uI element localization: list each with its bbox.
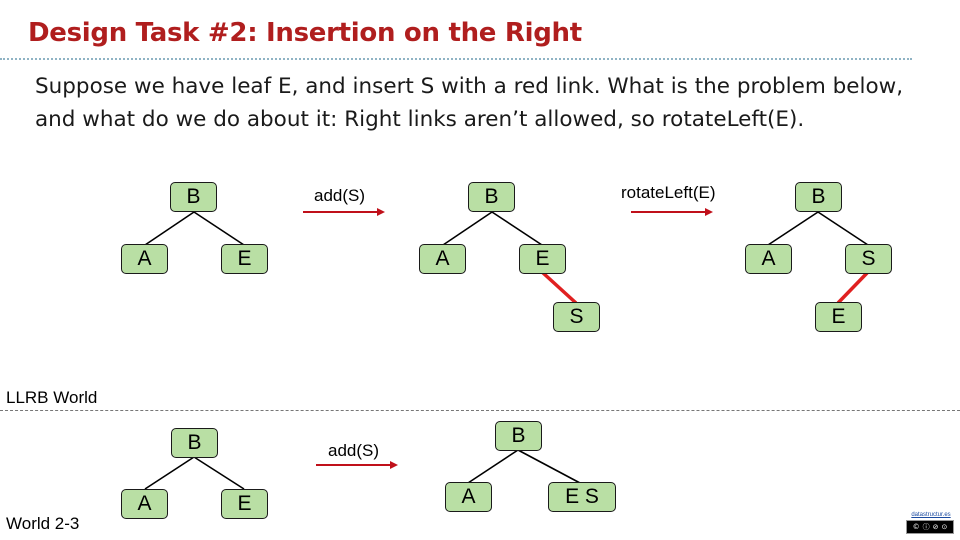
world-23-label: World 2-3 [6,514,80,533]
slide-title: Design Task #2: Insertion on the Right [28,18,582,48]
node-right: E [221,489,268,519]
node-root: B [468,182,515,212]
link-red [836,270,870,305]
node-left: A [445,482,492,512]
link-black [193,211,245,246]
section-divider [0,410,960,411]
link-black [144,211,195,246]
op-label-add-23: add(S) [328,441,380,460]
link-black [817,211,869,246]
node-right: E [221,244,268,274]
node-root: B [171,428,218,458]
link-black [467,449,519,484]
link-black [517,449,581,484]
node-root: B [495,421,542,451]
node-right: S [845,244,892,274]
node-root: B [170,182,217,212]
node-3-node: E S [548,482,616,512]
node-root: B [795,182,842,212]
link-black [442,211,493,246]
op-label-rotate: rotateLeft(E) [621,183,716,202]
node-left: A [121,244,168,274]
credit-link[interactable]: datastructur.es [911,512,951,518]
node-left: A [745,244,792,274]
link-black [144,456,195,490]
credit-block: datastructur.es ©ⓘ⊘⊙ [906,512,956,534]
body-text: Suppose we have leaf E, and insert S wit… [35,74,904,132]
op-label-add: add(S) [314,186,366,205]
llrb-world-label: LLRB World [6,388,98,407]
link-black [491,211,543,246]
link-black [193,456,245,490]
node-red-child: S [553,302,600,332]
node-left: A [121,489,168,519]
cc-license-icon: ©ⓘ⊘⊙ [906,520,954,534]
node-right: E [519,244,566,274]
link-black [767,211,819,246]
link-red [540,270,578,305]
node-red-child: E [815,302,862,332]
node-left: A [419,244,466,274]
title-divider [0,58,912,60]
